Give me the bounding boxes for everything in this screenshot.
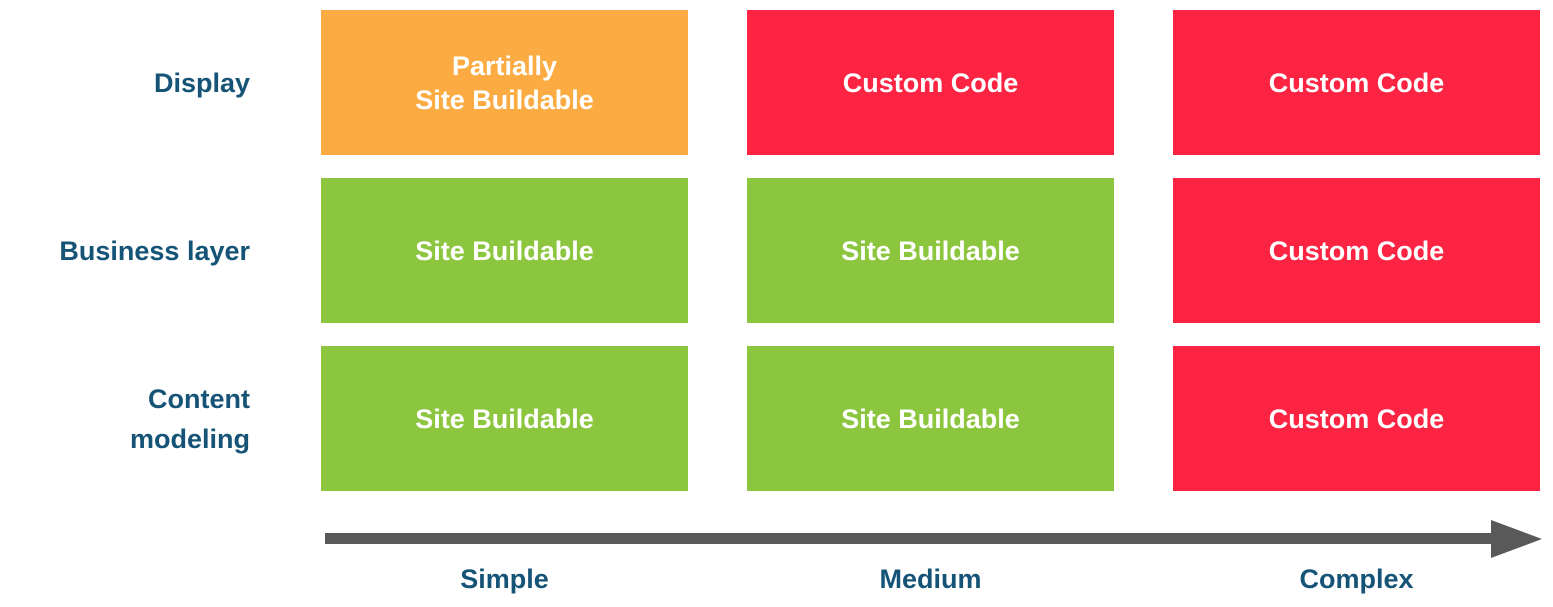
row-label-display: Display: [153, 67, 250, 98]
axis-label-complex: Complex: [1299, 564, 1414, 594]
cell-content-modeling-simple: Site Buildable: [321, 346, 688, 491]
cell-business-layer-complex: Custom Code: [1173, 178, 1540, 323]
cell-business-layer-medium: Site Buildable: [747, 178, 1114, 323]
cell-display-simple: Partially Site Buildable: [321, 10, 688, 155]
right-arrow-head-icon: [1491, 520, 1542, 558]
complexity-arrow-shaft: [325, 533, 1493, 544]
cell-business-layer-simple: Site Buildable: [321, 178, 688, 323]
cell-content-modeling-medium: Site Buildable: [747, 346, 1114, 491]
matrix-grid: Display Partially Site Buildable Custom …: [0, 10, 1540, 491]
cell-display-medium: Custom Code: [747, 10, 1114, 155]
row-label-content-modeling: Content modeling: [130, 383, 250, 454]
axis-label-medium: Medium: [879, 564, 982, 594]
axis-label-simple: Simple: [460, 564, 549, 594]
axis-label-spacer: [0, 563, 262, 595]
complexity-axis-labels: Simple Medium Complex: [0, 563, 1540, 595]
cell-display-complex: Custom Code: [1173, 10, 1540, 155]
cell-content-modeling-complex: Custom Code: [1173, 346, 1540, 491]
row-label-business-layer: Business layer: [59, 235, 250, 266]
